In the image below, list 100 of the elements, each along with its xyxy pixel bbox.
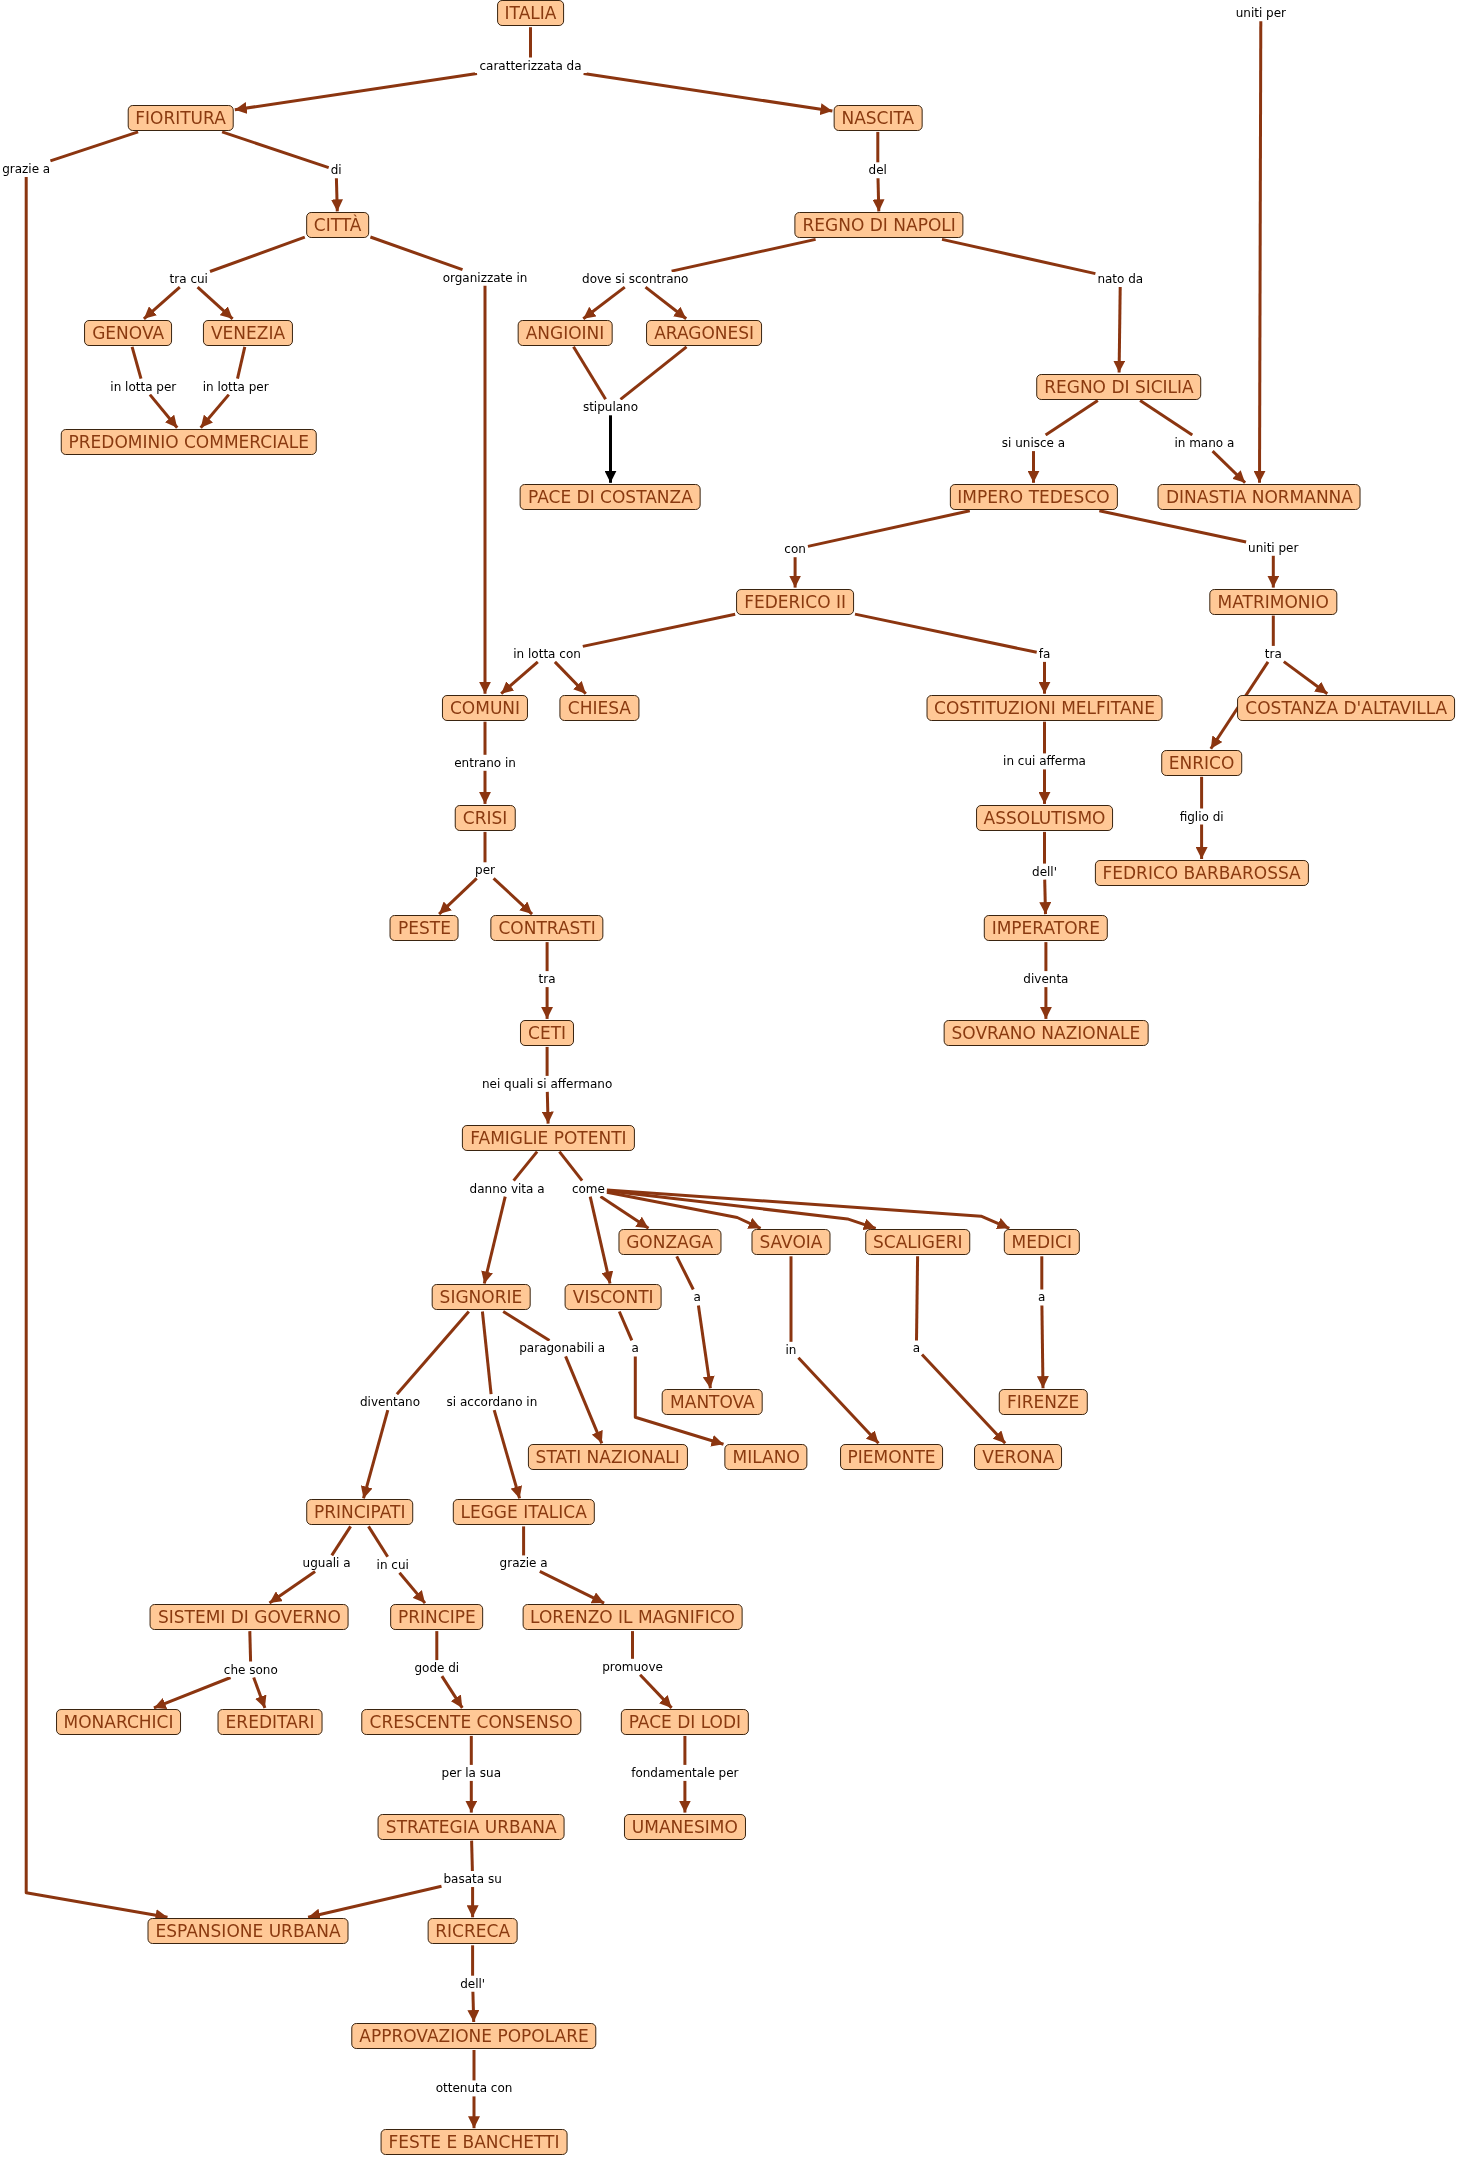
concept-box: VENEZIA (202, 319, 294, 346)
connector-line (483, 721, 487, 755)
connector-line (1043, 831, 1046, 864)
arrow (1211, 450, 1247, 484)
connector-line (1044, 399, 1099, 437)
arrow (196, 286, 234, 320)
concept-box: PACE DI LODI (620, 1708, 750, 1735)
arrow (1267, 555, 1280, 588)
linking-phrase: basata su (442, 1871, 503, 1886)
concept-box: CONTRASTI (490, 915, 604, 942)
arrow (872, 178, 885, 212)
concept-box: PRINCIPE (390, 1604, 484, 1631)
concept-box: MEDICI (1003, 1229, 1080, 1256)
arrow (541, 1091, 554, 1124)
arrow (479, 285, 491, 694)
linking-phrase: che sono (222, 1662, 279, 1677)
arrow (467, 1991, 480, 2023)
linking-phrase: paragonabili a (518, 1341, 607, 1356)
linking-phrase: uniti per (1234, 6, 1288, 21)
connector-line (1139, 399, 1194, 437)
linking-phrase: grazie a (498, 1556, 549, 1571)
linking-phrase: stipulano (581, 400, 640, 415)
concept-box: COMUNI (442, 694, 529, 721)
concept-box: FESTE E BANCHETTI (380, 2129, 568, 2156)
concept-box: DINASTIA NORMANNA (1158, 483, 1361, 510)
concept-box: SISTEMI DI GOVERNO (150, 1604, 349, 1631)
concept-box: SOVRANO NAZIONALE (943, 1019, 1149, 1046)
concept-box: UMANESIMO (623, 1813, 746, 1840)
arrow (331, 178, 343, 212)
arrow (234, 72, 478, 114)
connector-line (545, 1046, 549, 1076)
arrow (142, 285, 181, 320)
connector-line (49, 130, 139, 163)
connector-line (675, 1255, 695, 1291)
linking-phrase: uniti per (1247, 540, 1300, 555)
connector-line (558, 1150, 584, 1182)
concept-box: MATRIMONIO (1209, 588, 1337, 615)
concept-box: SIGNORIE (431, 1284, 531, 1311)
concept-box: GENOVA (84, 319, 173, 346)
arrow (268, 1570, 316, 1605)
arrow (360, 1409, 390, 1499)
concept-box: FIRENZE (998, 1389, 1088, 1416)
linking-phrase: nei quali si affermano (480, 1076, 614, 1091)
concept-box: FAMIGLIE POTENTI (462, 1124, 635, 1151)
linking-phrase: figlio di (1178, 809, 1225, 824)
connector-line (471, 1945, 475, 1976)
arrow (466, 1887, 479, 1918)
concept-box: PREDOMINIO COMMERCIALE (60, 428, 318, 455)
arrow (500, 660, 539, 695)
concept-box: EREDITARI (217, 1708, 323, 1735)
concept-box: LEGGE ITALICA (452, 1499, 595, 1526)
concept-box: CRISI (454, 804, 516, 831)
arrow (1039, 987, 1052, 1019)
arrow (678, 1780, 691, 1813)
concept-box: ARAGONESI (646, 319, 763, 346)
arrow (1027, 451, 1040, 483)
concept-box: CETI (520, 1019, 575, 1046)
arrow (1209, 661, 1270, 750)
concept-box: MANTOVA (662, 1389, 763, 1416)
arrow (1038, 661, 1051, 694)
concept-box: PRINCIPATI (305, 1499, 414, 1526)
arrow (440, 1675, 464, 1709)
concept-box: COSTANZA D'ALTAVILLA (1237, 694, 1456, 721)
connector-line (619, 345, 688, 401)
connector-line (683, 1735, 687, 1765)
arrow (541, 987, 554, 1019)
concept-box: SCALIGERI (865, 1229, 971, 1256)
concept-box: ANGIOINI (517, 319, 613, 346)
linking-phrase: per la sua (440, 1765, 502, 1780)
connector-line (502, 1310, 551, 1342)
concept-box: CHIESA (559, 694, 639, 721)
linking-phrase: gode di (413, 1661, 461, 1676)
arrow (148, 393, 179, 429)
concept-box: LORENZO IL MAGNIFICO (522, 1604, 743, 1631)
arrow (604, 415, 617, 483)
arrow (582, 285, 626, 320)
concept-box: REGNO DI NAPOLI (794, 212, 964, 239)
arrow (492, 1409, 523, 1499)
linking-phrase: dell' (459, 1976, 487, 1991)
concept-box: ESPANSIONE URBANA (147, 1918, 349, 1945)
connector-line (789, 1256, 793, 1342)
arrow (588, 1196, 614, 1284)
arrow (789, 557, 802, 588)
arrow (492, 877, 534, 916)
concept-box: CRESCENTE CONSENSO (361, 1708, 581, 1735)
concept-box: ENRICO (1160, 749, 1243, 776)
connector-line (130, 346, 143, 379)
connector-line (1044, 942, 1048, 972)
linking-phrase: fondamentale per (630, 1765, 740, 1780)
arrow (606, 1188, 1010, 1230)
connector-line (807, 509, 971, 548)
arrow (639, 1673, 673, 1709)
connector-line (248, 1631, 253, 1662)
arrow (633, 1356, 724, 1447)
connector-line (395, 1310, 470, 1396)
arrow (479, 770, 491, 804)
concept-box: ITALIA (496, 0, 565, 27)
concept-box: NASCITA (833, 104, 923, 131)
linking-phrase: danno vita a (468, 1181, 546, 1196)
linking-phrase: in lotta per (109, 379, 178, 394)
